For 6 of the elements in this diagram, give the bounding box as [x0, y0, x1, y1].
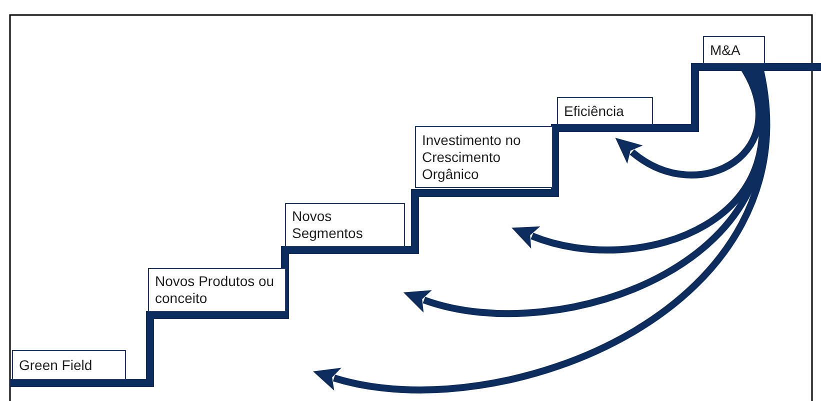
step-label-box: Novos Segmentos: [285, 203, 405, 247]
step-label-box: Investimento no Crescimento Orgânico: [415, 126, 553, 188]
step-label-box: Green Field: [12, 350, 126, 380]
step-label-box: Eficiência: [557, 97, 653, 125]
step-label-box: M&A: [703, 36, 765, 64]
step-label-box: Novos Produtos ou conceito: [148, 268, 286, 312]
